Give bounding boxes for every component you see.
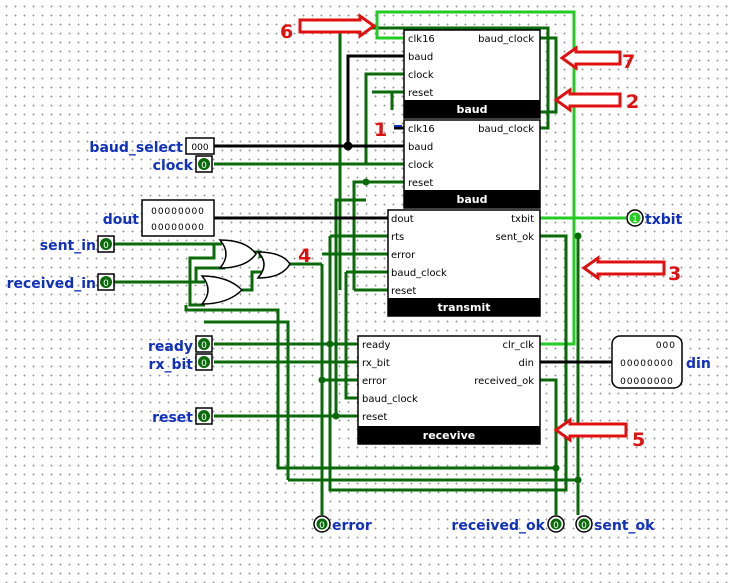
port-reset: reset xyxy=(362,412,387,423)
or-gate-combined[interactable] xyxy=(256,251,291,279)
annotation-4: 4 xyxy=(298,245,311,267)
pin-label: txbit xyxy=(645,212,683,228)
port-baud-clock: baud_clock xyxy=(478,124,534,135)
baud-bottom-block[interactable]: clk16 baud clock reset baud_clock baud xyxy=(403,119,541,209)
port-rts: rts xyxy=(391,232,404,243)
svg-text:0: 0 xyxy=(201,341,207,351)
block-title: baud xyxy=(456,103,487,116)
svg-text:000: 000 xyxy=(191,143,208,153)
pin-label: din xyxy=(686,356,711,372)
port-ready: ready xyxy=(362,340,391,351)
port-clr-clk: clr_clk xyxy=(503,340,535,351)
annotation-6: 6 xyxy=(280,13,377,43)
port-clk16: clk16 xyxy=(408,34,435,45)
port-rx-bit: rx_bit xyxy=(362,358,390,369)
port-baud-clock: baud_clock xyxy=(391,268,447,279)
port-error: error xyxy=(362,376,387,387)
port-received-ok: received_ok xyxy=(474,376,534,387)
port-sent-ok: sent_ok xyxy=(495,232,534,243)
svg-text:0: 0 xyxy=(201,413,207,423)
svg-text:00000000: 00000000 xyxy=(620,359,674,369)
port-reset: reset xyxy=(391,286,416,297)
block-title: baud xyxy=(456,193,487,206)
svg-text:0: 0 xyxy=(201,359,207,369)
pin-received-ok[interactable]: 0 received_ok xyxy=(451,515,565,534)
pin-label: rx_bit xyxy=(149,357,194,373)
pin-ready[interactable]: 0 ready xyxy=(148,335,213,355)
pin-sent-in[interactable]: 0 sent_in xyxy=(40,235,115,254)
pin-label: baud_select xyxy=(89,140,183,156)
pin-din[interactable]: 000 00000000 00000000 din xyxy=(611,335,711,389)
port-clk16: clk16 xyxy=(408,124,435,135)
port-dout: dout xyxy=(391,214,414,225)
svg-text:00000000: 00000000 xyxy=(151,223,205,233)
port-clock: clock xyxy=(408,160,434,171)
block-title: recevive xyxy=(423,429,475,442)
annotation-1: 1 xyxy=(374,119,402,141)
transmit-block[interactable]: dout rts error baud_clock reset txbit se… xyxy=(387,209,541,317)
pin-label: ready xyxy=(148,339,193,355)
pin-received-in[interactable]: 0 received_in xyxy=(7,273,115,292)
annotation-7: 7 xyxy=(559,45,635,73)
port-reset: reset xyxy=(408,88,433,99)
svg-text:00000000: 00000000 xyxy=(620,377,674,387)
port-error: error xyxy=(391,250,416,261)
svg-text:0: 0 xyxy=(201,161,207,171)
svg-text:7: 7 xyxy=(622,51,635,73)
pin-sent-ok[interactable]: 0 sent_ok xyxy=(575,515,655,534)
svg-text:4: 4 xyxy=(298,245,311,267)
pin-label: clock xyxy=(153,158,194,174)
svg-text:1: 1 xyxy=(632,215,638,225)
port-baud-clock: baud_clock xyxy=(478,34,534,45)
pin-txbit[interactable]: 1 txbit xyxy=(626,209,683,228)
port-baud-clock: baud_clock xyxy=(362,394,418,405)
pin-baud-select[interactable]: 000 baud_select xyxy=(89,137,215,156)
pin-rx-bit[interactable]: 0 rx_bit xyxy=(149,353,213,373)
pin-label: reset xyxy=(152,410,193,426)
port-baud: baud xyxy=(408,142,433,153)
port-reset: reset xyxy=(408,178,433,189)
svg-text:0: 0 xyxy=(581,521,587,531)
port-clock: clock xyxy=(408,70,434,81)
port-din: din xyxy=(519,358,534,369)
pin-error[interactable]: 0 error xyxy=(313,515,372,534)
svg-text:6: 6 xyxy=(280,21,293,43)
svg-text:5: 5 xyxy=(632,429,645,451)
pin-label: received_in xyxy=(7,276,96,292)
svg-text:0: 0 xyxy=(103,241,109,251)
pin-label: received_ok xyxy=(451,518,545,534)
pin-label: sent_ok xyxy=(594,518,655,534)
or-gate-received[interactable] xyxy=(200,275,244,305)
annotation-5: 5 xyxy=(553,417,645,451)
or-gate-sent[interactable] xyxy=(218,239,257,269)
port-txbit: txbit xyxy=(511,214,534,225)
pin-label: sent_in xyxy=(40,238,96,254)
pin-dout[interactable]: 00000000 00000000 dout xyxy=(103,199,215,237)
block-title: transmit xyxy=(438,301,491,314)
pin-label: dout xyxy=(103,212,140,228)
receive-block[interactable]: ready rx_bit error baud_clock reset clr_… xyxy=(357,335,541,445)
pin-label: error xyxy=(332,518,372,534)
pin-clock[interactable]: 0 clock xyxy=(153,155,213,174)
svg-text:000: 000 xyxy=(656,341,676,351)
wires xyxy=(112,10,626,515)
svg-text:2: 2 xyxy=(626,91,639,113)
baud-top-block[interactable]: clk16 baud clock reset baud_clock baud xyxy=(403,29,541,119)
svg-text:0: 0 xyxy=(103,279,109,289)
port-baud: baud xyxy=(408,52,433,63)
svg-text:0: 0 xyxy=(553,521,559,531)
annotation-2: 2 xyxy=(553,87,639,113)
svg-text:1: 1 xyxy=(374,119,387,141)
pin-reset[interactable]: 0 reset xyxy=(152,407,213,426)
svg-text:3: 3 xyxy=(668,263,681,285)
svg-text:0: 0 xyxy=(319,521,325,531)
svg-text:00000000: 00000000 xyxy=(151,207,205,217)
annotation-3: 3 xyxy=(581,255,681,285)
